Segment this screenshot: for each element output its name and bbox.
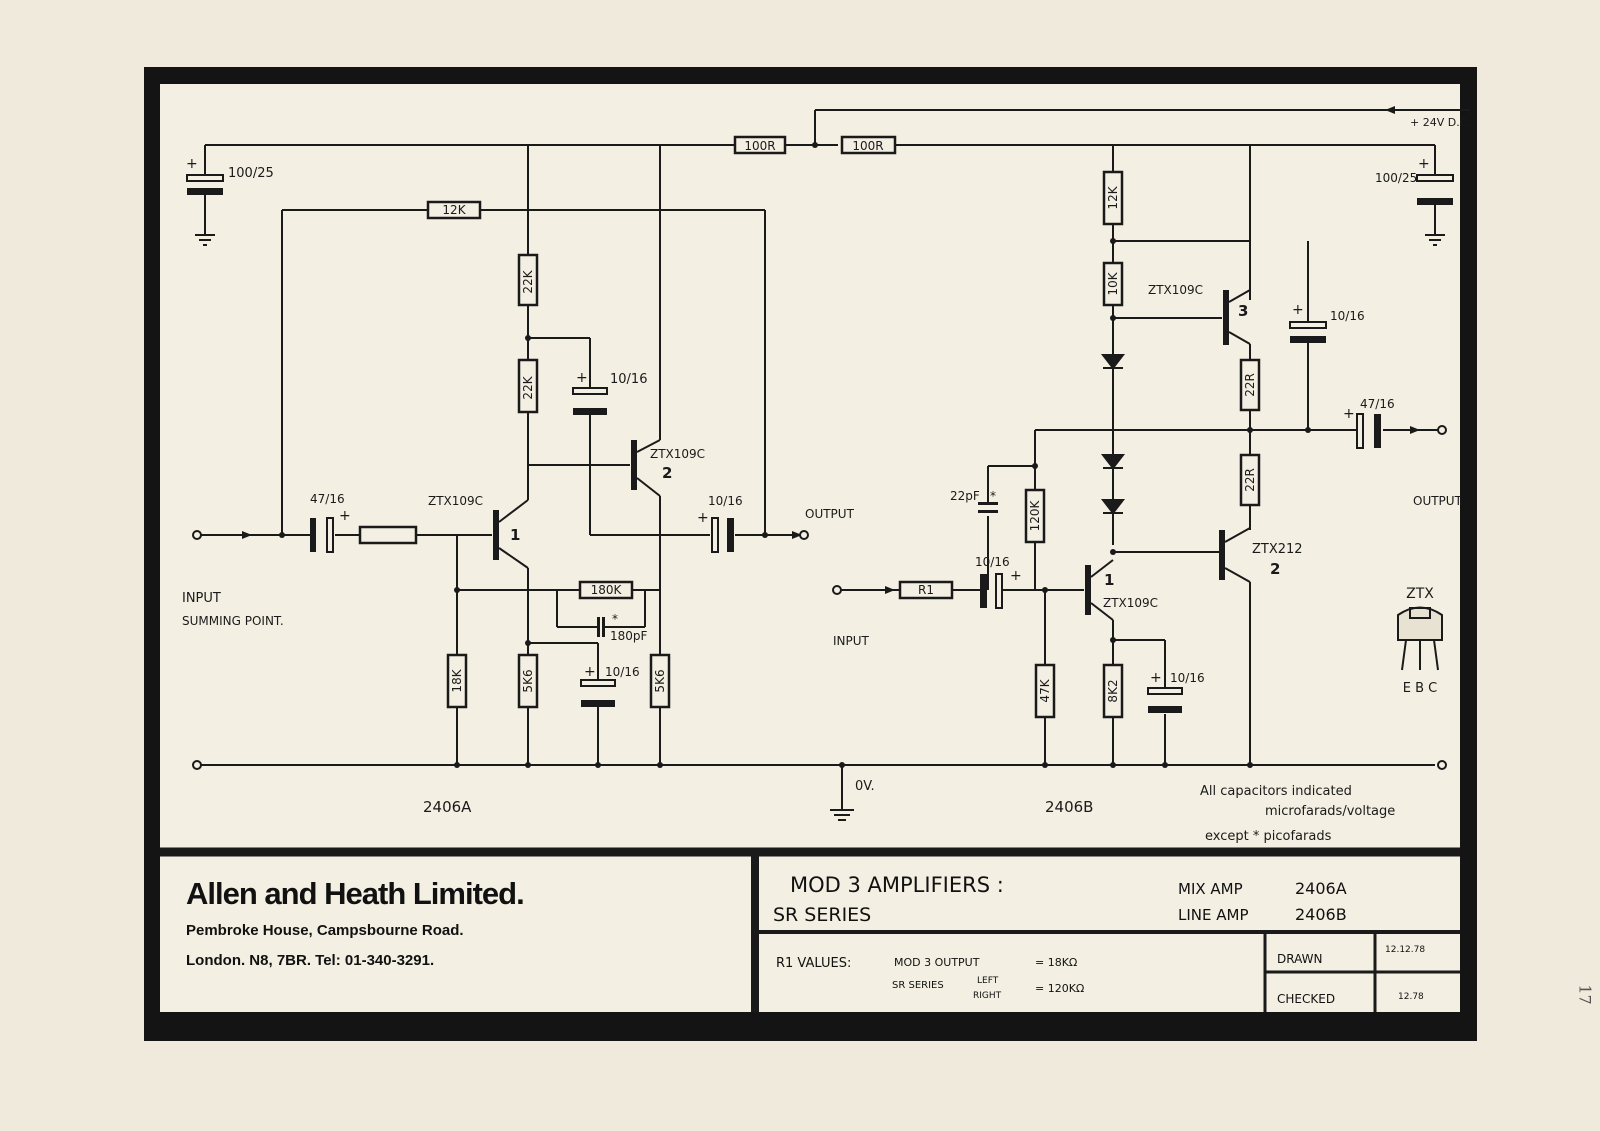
label-r1: R1 bbox=[918, 583, 934, 597]
r1-mod3: MOD 3 OUTPUT bbox=[894, 956, 980, 969]
label-c-output-b: 47/16 bbox=[1360, 397, 1395, 411]
label-0v: 0V. bbox=[855, 779, 875, 794]
junction-dots bbox=[279, 142, 1311, 768]
r1-right: RIGHT bbox=[973, 991, 1002, 1001]
label-input-summing: SUMMING POINT. bbox=[182, 614, 284, 628]
label-22r-a: 22R bbox=[1243, 373, 1257, 397]
drawing-title: MOD 3 AMPLIFIERS : bbox=[790, 873, 1004, 897]
label-q2a-num: 2 bbox=[662, 464, 672, 482]
address-line1: Pembroke House, Campsbourne Road. bbox=[186, 922, 464, 939]
svg-text:+: + bbox=[697, 510, 709, 526]
signal-arrows bbox=[242, 106, 1420, 594]
svg-text:+: + bbox=[584, 664, 596, 680]
label-10k: 10K bbox=[1106, 271, 1120, 295]
svg-text:+: + bbox=[339, 508, 351, 524]
checked-date: 12.78 bbox=[1398, 992, 1424, 1002]
r1-mod3-value: = 18KΩ bbox=[1035, 956, 1078, 969]
label-input-a: INPUT bbox=[182, 591, 221, 606]
label-180k: 180K bbox=[591, 583, 623, 597]
r1-left: LEFT bbox=[977, 976, 999, 986]
note-line3: except * picofarads bbox=[1205, 829, 1332, 844]
label-input-b: INPUT bbox=[833, 634, 870, 648]
r1-values-label: R1 VALUES: bbox=[776, 956, 852, 971]
drawing-series: SR SERIES bbox=[773, 904, 872, 926]
svg-text:+: + bbox=[1150, 670, 1162, 686]
label-c-supply-b: 100/25 bbox=[1375, 171, 1417, 185]
label-c-coupling: 10/16 bbox=[610, 372, 647, 387]
label-22k-mid: 22K bbox=[521, 375, 535, 399]
svg-text:+: + bbox=[1292, 302, 1304, 318]
terminals bbox=[192, 425, 1447, 770]
resistor-bodies bbox=[358, 135, 1261, 719]
page-number: 17 bbox=[1575, 984, 1595, 1005]
svg-text:+: + bbox=[1343, 406, 1355, 422]
label-100r-a: 100R bbox=[744, 139, 775, 153]
pinout-pins: E B C bbox=[1403, 681, 1437, 696]
label-47k: 47K bbox=[1038, 678, 1052, 702]
label-c-supply-a: 100/25 bbox=[228, 166, 274, 181]
label-q1b-num: 1 bbox=[1104, 571, 1114, 589]
label-q2a-type: ZTX109C bbox=[650, 447, 705, 461]
company-name: Allen and Heath Limited. bbox=[186, 876, 525, 911]
supply-label: + 24V D.C. bbox=[1410, 116, 1471, 129]
label-q1a-num: 1 bbox=[510, 526, 520, 544]
label-q3b-type: ZTX109C bbox=[1148, 283, 1203, 297]
capacitor-plates bbox=[186, 174, 1454, 713]
mix-amp-value: 2406A bbox=[1295, 879, 1347, 898]
svg-text:+: + bbox=[576, 370, 588, 386]
label-100r-b: 100R bbox=[852, 139, 883, 153]
label-18k: 18K bbox=[450, 668, 464, 692]
label-q3b-num: 3 bbox=[1238, 302, 1248, 320]
wires bbox=[160, 109, 1470, 1012]
label-180pf: 180pF bbox=[610, 629, 648, 643]
r1-sr: SR SERIES bbox=[892, 980, 944, 991]
checked-label: CHECKED bbox=[1277, 992, 1336, 1006]
drawn-date: 12.12.78 bbox=[1385, 945, 1426, 955]
label-22r-b: 22R bbox=[1243, 468, 1257, 492]
note-line1: All capacitors indicated bbox=[1200, 784, 1352, 799]
label-22pf-mark: * bbox=[990, 489, 996, 503]
label-12k-feedback: 12K bbox=[442, 203, 466, 217]
label-q1a-type: ZTX109C bbox=[428, 494, 483, 508]
label-q2b-type: ZTX212 bbox=[1252, 542, 1303, 557]
label-output-a: OUTPUT bbox=[805, 507, 855, 521]
drawn-label: DRAWN bbox=[1277, 952, 1323, 966]
label-c-emitter-a: 10/16 bbox=[605, 665, 640, 679]
component-labels: + 24V D.C. 100R 100R 12K 100/25 100/25 2… bbox=[182, 116, 1471, 844]
label-8k2: 8K2 bbox=[1106, 679, 1120, 702]
svg-text:+: + bbox=[1010, 568, 1022, 584]
label-q1b-type: ZTX109C bbox=[1103, 596, 1158, 610]
label-5k6-b: 5K6 bbox=[653, 669, 667, 692]
mix-amp-label: MIX AMP bbox=[1178, 880, 1243, 898]
label-2406b: 2406B bbox=[1045, 798, 1093, 816]
label-120k: 120K bbox=[1028, 499, 1042, 531]
svg-text:+: + bbox=[1418, 156, 1430, 172]
line-amp-value: 2406B bbox=[1295, 905, 1347, 924]
pinout-title: ZTX bbox=[1406, 586, 1434, 602]
label-2406a: 2406A bbox=[423, 798, 472, 816]
note-line2: microfarads/voltage bbox=[1265, 804, 1395, 819]
label-22k-top: 22K bbox=[521, 269, 535, 293]
label-c-bootstrap: 10/16 bbox=[1330, 309, 1365, 323]
label-5k6-a: 5K6 bbox=[521, 669, 535, 692]
line-amp-label: LINE AMP bbox=[1178, 906, 1249, 924]
label-output-b: OUTPUT bbox=[1413, 494, 1463, 508]
r1-sr-value: = 120KΩ bbox=[1035, 982, 1085, 995]
label-c-output-a: 10/16 bbox=[708, 494, 743, 508]
label-12k-b: 12K bbox=[1106, 185, 1120, 209]
ztx-pinout-icon bbox=[1397, 606, 1443, 671]
label-180pf-mark: * bbox=[612, 612, 618, 626]
label-22pf: 22pF bbox=[950, 489, 980, 503]
label-c-input-b: 10/16 bbox=[975, 555, 1010, 569]
label-c-emitter-b: 10/16 bbox=[1170, 671, 1205, 685]
label-c-input-a: 47/16 bbox=[310, 492, 345, 506]
svg-text:+: + bbox=[186, 156, 198, 172]
label-q2b-num: 2 bbox=[1270, 560, 1280, 578]
address-line2: London. N8, 7BR. Tel: 01-340-3291. bbox=[186, 952, 435, 969]
drawing-sheet bbox=[160, 84, 1460, 1012]
